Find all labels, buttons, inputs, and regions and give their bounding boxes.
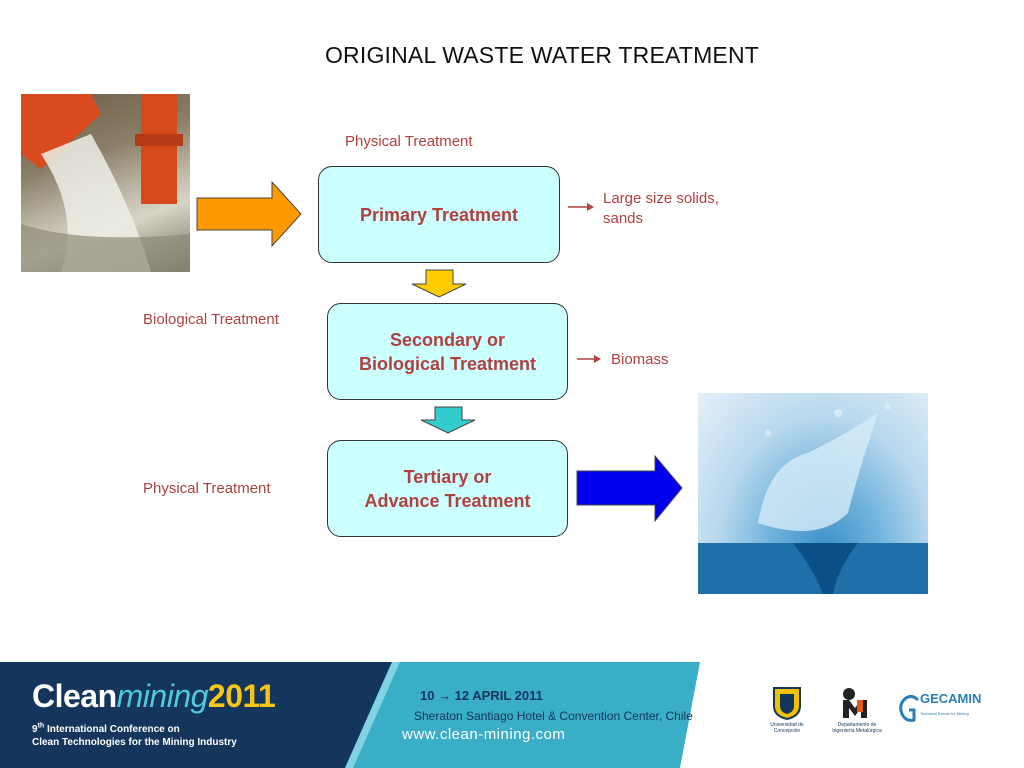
footer-banner — [0, 662, 1024, 768]
splash-illustration — [698, 404, 928, 594]
dimet-mark-icon — [843, 688, 867, 718]
primary-treatment-text: Primary Treatment — [359, 204, 519, 225]
dimet-caption: Departamento de Ingeniería Metalúrgica — [832, 722, 882, 734]
conference-description: 9th International Conference on Clean Te… — [32, 720, 237, 749]
output-arrow — [576, 454, 683, 523]
secondary-output-label: Biomass — [611, 351, 669, 368]
gecamin-tagline: Technical Events for Mining — [920, 711, 969, 716]
conference-ordinal: 9 — [32, 724, 38, 736]
gecamin-g-icon — [899, 694, 920, 722]
wastewater-pipe-photo — [21, 94, 190, 272]
primary-output-arrow — [568, 203, 594, 211]
primary-to-secondary-arrow — [411, 269, 467, 298]
conference-ordinal-suffix: th — [37, 723, 45, 730]
event-dates: 10 → 12 APRIL 2011 — [420, 688, 543, 703]
udec-caption: Universidad de Concepción — [770, 722, 804, 734]
flow-arrows — [196, 180, 683, 523]
udec-shield-icon — [773, 687, 801, 721]
universidad-concepcion-logo: Universidad de Concepción — [760, 686, 814, 734]
secondary-treatment-line2: Biological Treatment — [358, 353, 537, 374]
clean-water-splash-photo — [698, 393, 928, 594]
event-venue: Sheraton Santiago Hotel & Convention Cen… — [414, 709, 693, 723]
event-website-link[interactable]: www.clean-mining.com — [402, 726, 566, 743]
primary-treatment-box: Primary Treatment — [318, 166, 560, 263]
pipe-illustration — [21, 94, 190, 272]
secondary-treatment-box: Secondary or Biological Treatment — [327, 303, 568, 400]
gecamin-name: GECAMIN — [920, 691, 982, 706]
gecamin-logo: GECAMIN Technical Events for Mining — [898, 691, 998, 726]
brand-year: 2011 — [207, 678, 276, 714]
input-arrow — [196, 180, 302, 248]
brand-main: Clean — [32, 678, 117, 714]
conference-line1-rest: International Conference on — [44, 724, 180, 736]
conference-line2: Clean Technologies for the Mining Indust… — [32, 737, 237, 749]
physical-treatment-bottom-label: Physical Treatment — [143, 480, 271, 497]
tertiary-treatment-line2: Advance Treatment — [364, 490, 531, 511]
primary-output-line1: Large size solids, — [603, 190, 719, 207]
tertiary-treatment-line1: Tertiary or — [403, 466, 492, 487]
event-info: 10 → 12 APRIL 2011 Sheraton Santiago Hot… — [402, 688, 693, 743]
secondary-to-tertiary-arrow — [420, 406, 476, 434]
primary-output-line2: sands — [603, 210, 644, 227]
physical-treatment-top-label: Physical Treatment — [345, 133, 473, 150]
cleanmining-logo: Cleanmining2011 — [32, 678, 276, 715]
dimet-logo: Departamento de Ingeniería Metalúrgica — [826, 686, 888, 734]
secondary-treatment-line1: Secondary or — [389, 329, 506, 350]
biological-treatment-label: Biological Treatment — [143, 311, 279, 328]
brand-italic: mining — [116, 678, 209, 714]
primary-output-label: Large size solids, sands — [603, 189, 719, 229]
conference-line1: 9th International Conference on — [32, 723, 180, 736]
page-title: ORIGINAL WASTE WATER TREATMENT — [324, 42, 760, 68]
secondary-output-arrow — [577, 355, 601, 363]
tertiary-treatment-box: Tertiary or Advance Treatment — [327, 440, 568, 537]
